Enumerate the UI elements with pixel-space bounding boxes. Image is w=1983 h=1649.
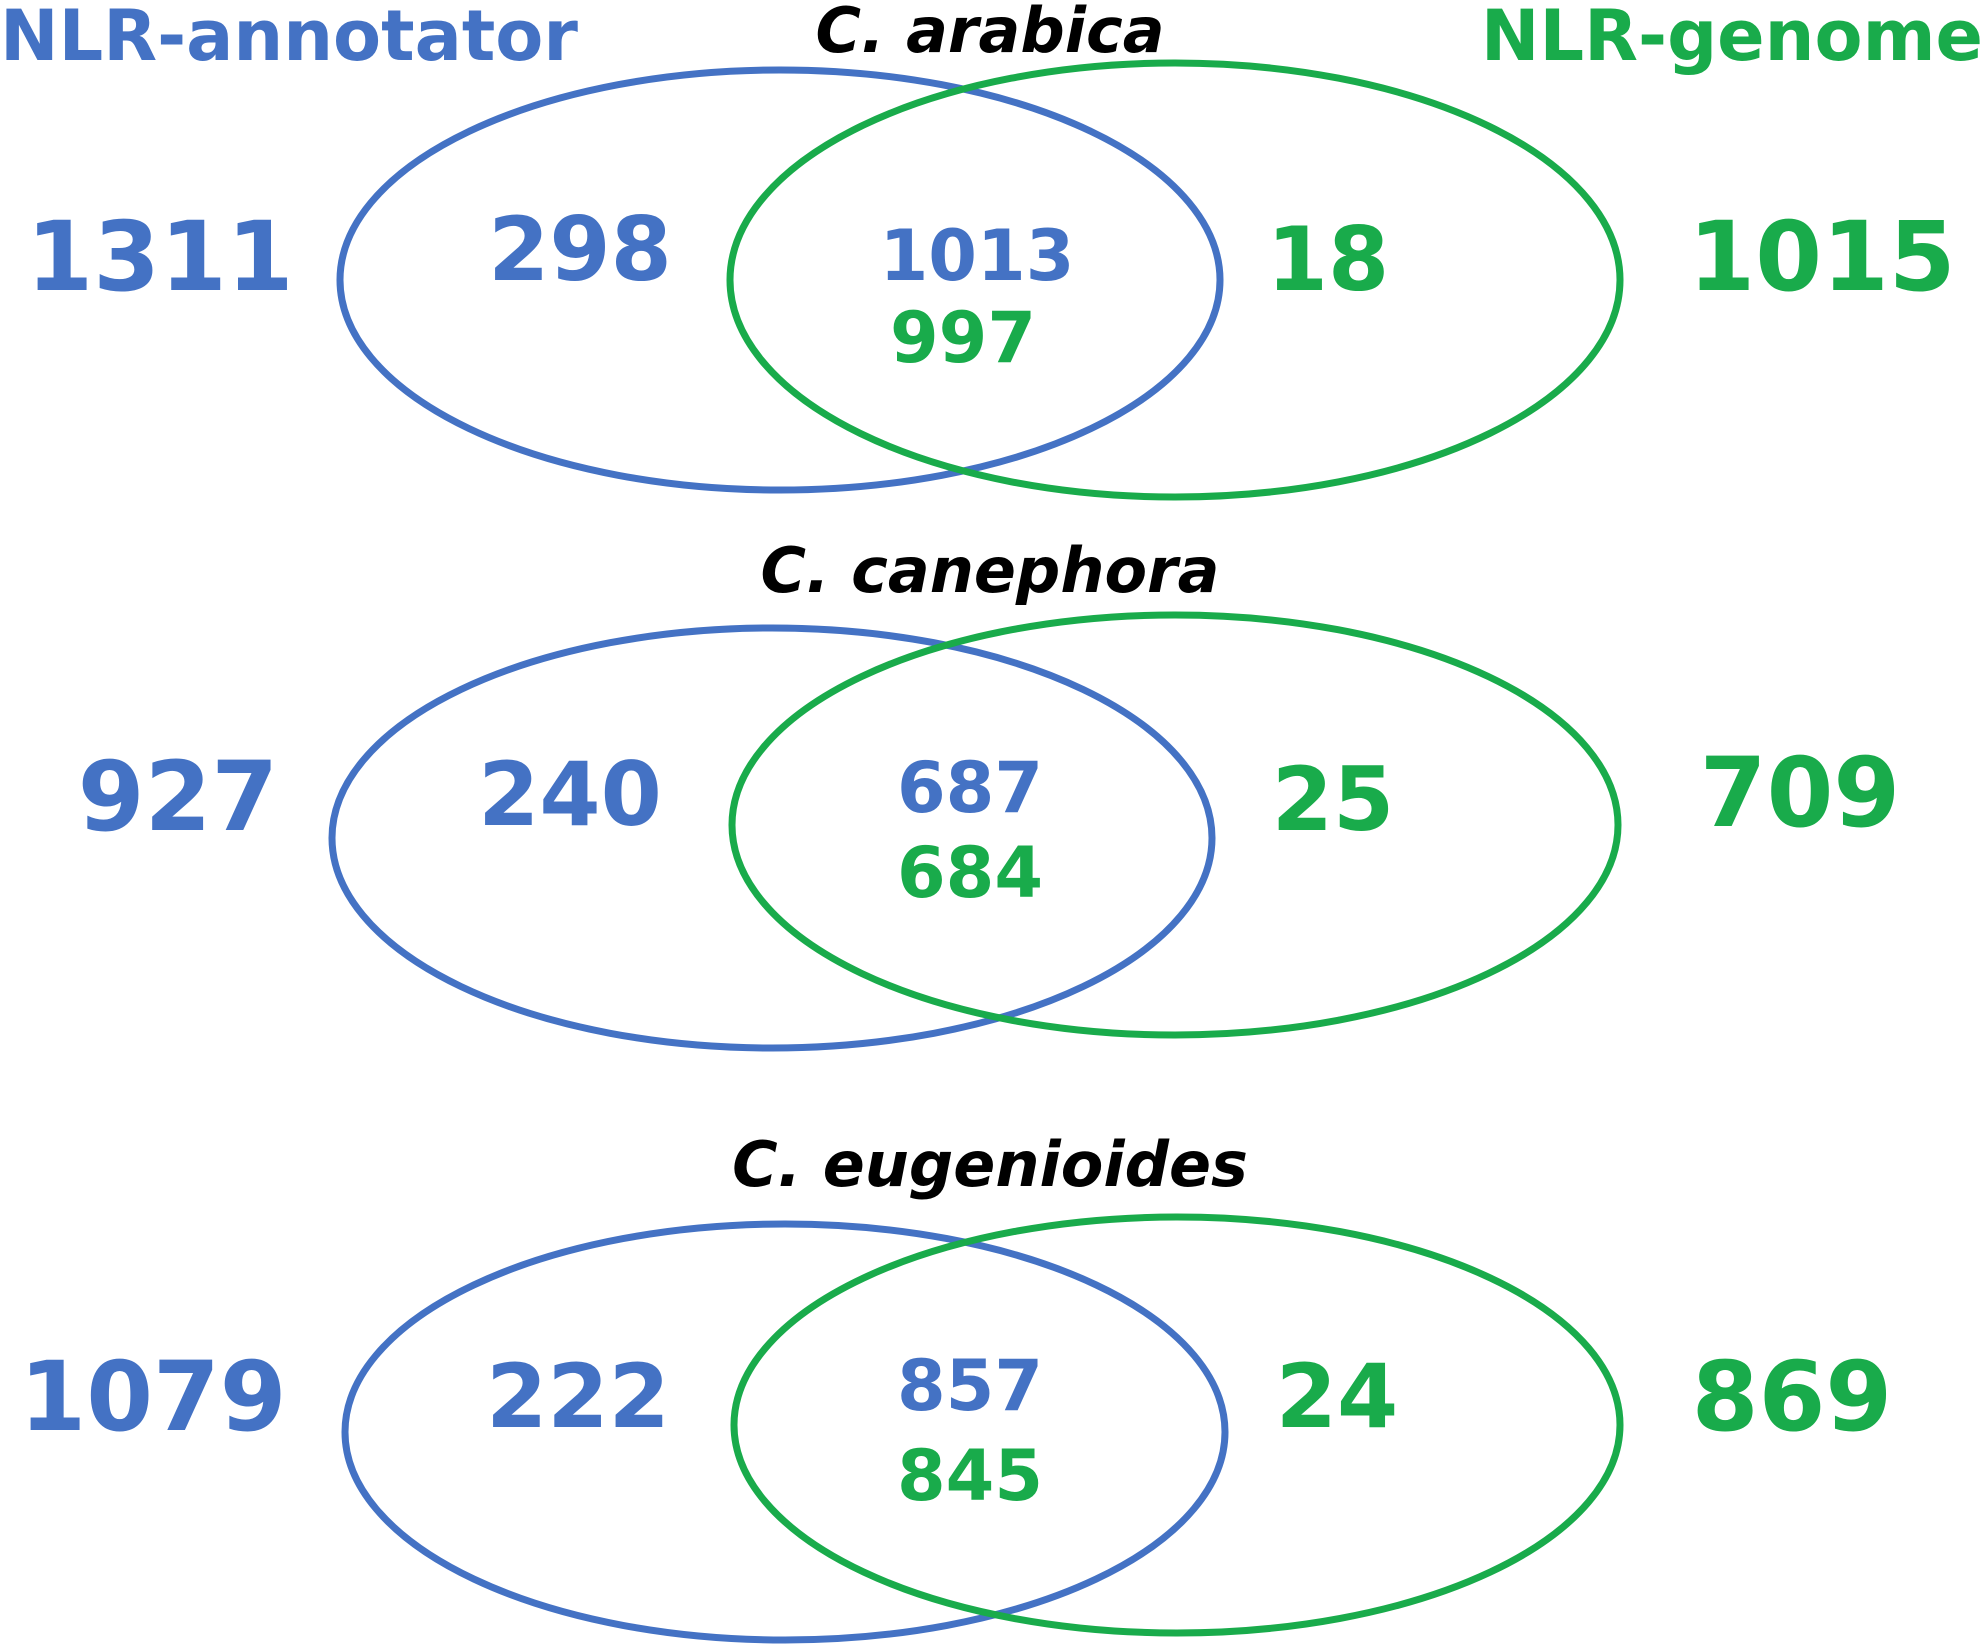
nlr-annotator-total: 1311 [26, 201, 293, 313]
nlr-annotator-only-count: 298 [488, 198, 672, 301]
overlap-count-annotator: 1013 [880, 215, 1075, 297]
nlr-annotator-set-ellipse [336, 66, 1224, 494]
nlr-annotator-set-ellipse [341, 1220, 1229, 1644]
nlr-annotator-only-count: 240 [478, 743, 662, 846]
nlr-genome-total: 1015 [1688, 201, 1955, 313]
nlr-annotator-total: 1079 [19, 1341, 286, 1453]
nlr-genome-set-ellipse [728, 611, 1622, 1039]
venn-panel-eugenioides: C. eugenioides 1079 222 857 845 24 869 [19, 1128, 1892, 1644]
nlr-genome-only-count: 24 [1276, 1345, 1398, 1448]
overlap-count-genome: 997 [890, 297, 1036, 379]
nlr-genome-total: 869 [1692, 1341, 1892, 1453]
species-title: C. eugenioides [732, 1128, 1248, 1201]
nlr-genome-set-ellipse [726, 59, 1624, 501]
overlap-count-annotator: 857 [897, 1345, 1043, 1427]
overlap-count-annotator: 687 [897, 747, 1043, 829]
nlr-annotator-total: 927 [78, 741, 278, 853]
species-title: C. canephora [761, 534, 1220, 607]
tool-label-nlr-annotator: NLR-annotator [0, 0, 578, 77]
nlr-genome-only-count: 25 [1272, 748, 1394, 851]
tool-label-nlr-genome: NLR-genome [1481, 0, 1983, 77]
nlr-annotator-only-count: 222 [486, 1345, 670, 1448]
overlap-count-genome: 845 [897, 1435, 1043, 1517]
venn-panel-arabica: C. arabica 1311 298 1013 997 18 1015 [26, 0, 1956, 501]
venn-panel-canephora: C. canephora 927 240 687 684 25 709 [78, 534, 1900, 1052]
nlr-annotator-set-ellipse [328, 624, 1216, 1052]
species-title: C. arabica [815, 0, 1164, 67]
nlr-genome-set-ellipse [730, 1213, 1624, 1637]
nlr-genome-total: 709 [1700, 737, 1900, 849]
nlr-genome-only-count: 18 [1267, 208, 1389, 311]
overlap-count-genome: 684 [897, 832, 1043, 914]
